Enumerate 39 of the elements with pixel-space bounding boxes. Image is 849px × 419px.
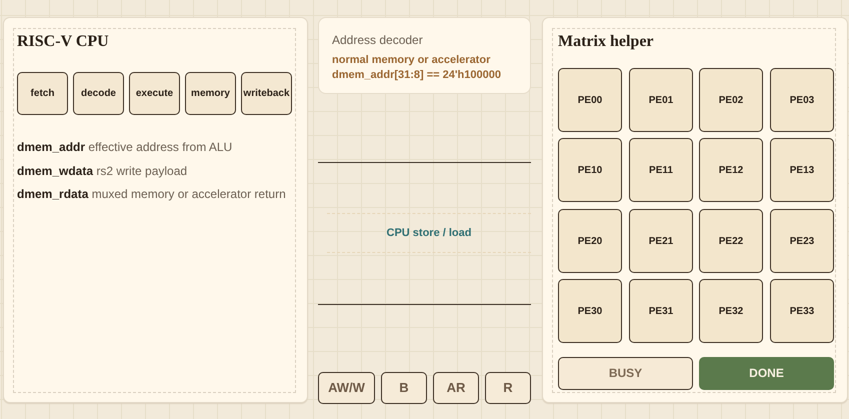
decoder-title: Address decoder	[332, 32, 423, 48]
bus-label: CPU store / load	[386, 227, 472, 239]
cpu-panel	[3, 17, 308, 403]
pe-tile: PE13	[770, 138, 834, 202]
pe-tile: PE03	[770, 68, 834, 132]
pe-tile: PE23	[770, 209, 834, 273]
channel-box: B	[381, 372, 427, 404]
pe-tile: PE22	[699, 209, 763, 273]
pe-tile: PE10	[558, 138, 622, 202]
pe-tile: PE01	[629, 68, 693, 132]
pe-tile: PE30	[558, 279, 622, 343]
pipeline-stage-box: fetch	[17, 72, 68, 115]
decoder-rule: normal memory or accelerator dmem_addr[31:8] == 24'h100000	[332, 53, 502, 83]
signal-description: dmem_wdata rs2 write payload	[17, 163, 188, 179]
pipeline-stage-box: writeback	[241, 72, 292, 115]
signal-description: dmem_addr effective address from ALU	[17, 139, 232, 155]
pe-tile: PE02	[699, 68, 763, 132]
channel-box: AW/W	[318, 372, 375, 404]
panel-title: Matrix helper	[558, 32, 654, 52]
pipeline-stage-box: decode	[73, 72, 124, 115]
pe-tile: PE31	[629, 279, 693, 343]
pe-tile: PE12	[699, 138, 763, 202]
panel-title: RISC-V CPU	[17, 32, 109, 52]
pe-tile: PE11	[629, 138, 693, 202]
pe-tile: PE33	[770, 279, 834, 343]
pe-tile: PE20	[558, 209, 622, 273]
channel-box: R	[485, 372, 531, 404]
status-indicator: DONE	[699, 357, 834, 390]
decoder-card	[318, 17, 531, 94]
pipeline-stage-box: memory	[185, 72, 236, 115]
accelerator-panel	[542, 17, 848, 403]
signal-description: dmem_rdata muxed memory or accelerator return	[17, 186, 286, 202]
pe-tile: PE21	[629, 209, 693, 273]
status-indicator: BUSY	[558, 357, 693, 390]
pe-tile: PE32	[699, 279, 763, 343]
bus-lane	[327, 213, 531, 253]
pipeline-stage-box: execute	[129, 72, 180, 115]
channel-box: AR	[433, 372, 479, 404]
pe-tile: PE00	[558, 68, 622, 132]
